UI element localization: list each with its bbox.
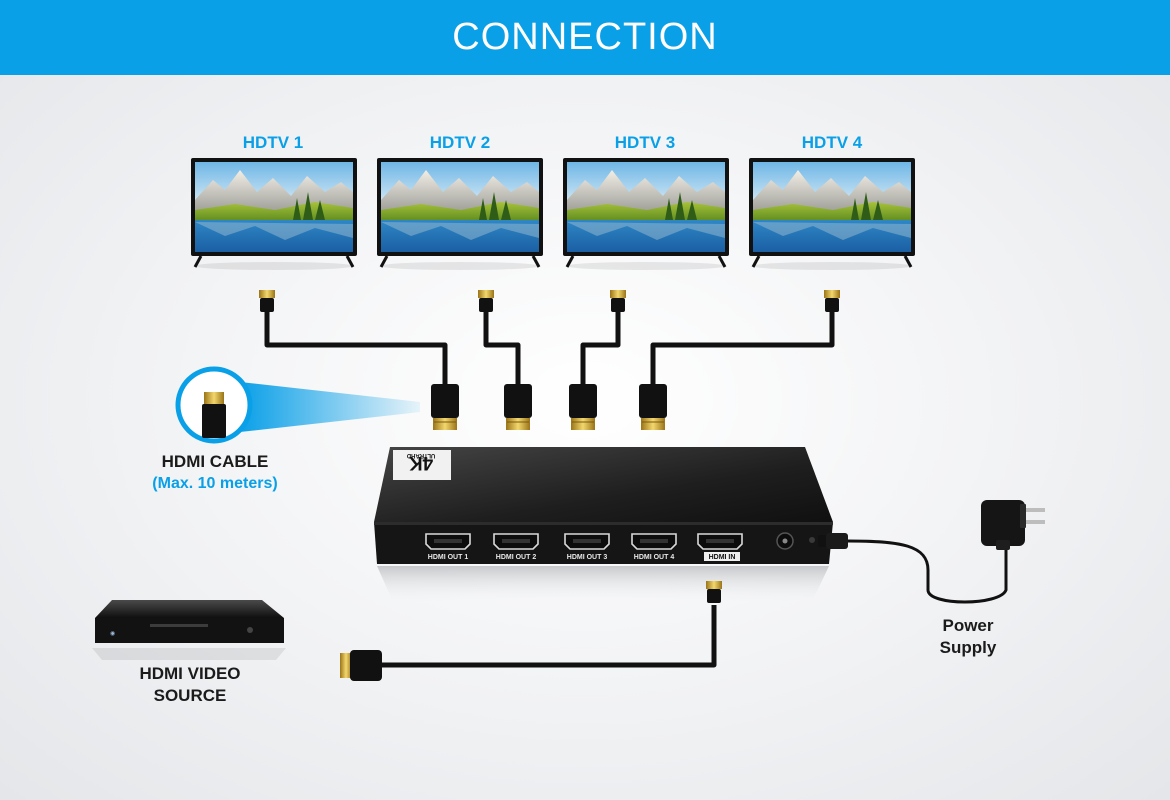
hdmi-out-4-port	[631, 533, 677, 550]
power-supply-caption: Power Supply	[918, 615, 1018, 659]
power-led-icon	[809, 537, 815, 543]
power-prong-icon	[1025, 508, 1045, 512]
bluray-logo-icon: ◉	[110, 631, 115, 637]
tv-label-2: HDTV 2	[429, 133, 491, 152]
ultrahd-4k-badge: 4K ULTRAHD	[393, 450, 451, 480]
power-adapter	[847, 500, 1045, 604]
tv-label-4: HDTV 4	[801, 133, 863, 152]
input-cable	[340, 581, 722, 681]
svg-text:4K: 4K	[409, 452, 434, 473]
hdmi-cable-title: HDMI CABLE	[161, 452, 269, 471]
port-label-out-3: HDMI OUT 3	[567, 554, 608, 561]
hdmi-source-caption: HDMI VIDEO SOURCE	[110, 663, 270, 707]
splitter-hdmi-plugs	[430, 383, 668, 431]
power-line-1: Power	[942, 616, 994, 635]
source-line-2: SOURCE	[153, 686, 227, 705]
bluray-player: ◉	[92, 600, 286, 660]
tv-1	[191, 158, 357, 270]
page-title: CONNECTION	[452, 16, 718, 58]
hdmi-in-port	[697, 533, 743, 550]
output-cables	[264, 312, 835, 386]
hdmi-out-3-port	[564, 533, 610, 550]
hdmi-cable-callout	[175, 366, 420, 444]
svg-text:ULTRAHD: ULTRAHD	[406, 452, 435, 458]
source-line-1: HDMI VIDEO	[139, 664, 241, 683]
header-banner: CONNECTION	[0, 0, 1170, 75]
port-label-out-4: HDMI OUT 4	[634, 554, 675, 561]
tv-2	[377, 158, 543, 270]
hdmi-cable-caption: HDMI CABLE (Max. 10 meters)	[130, 451, 300, 495]
hdmi-cable-length: (Max. 10 meters)	[152, 475, 278, 492]
tv-hdmi-plugs	[259, 290, 840, 312]
hdmi-splitter: 4K ULTRAHD HDMI OUT 1 HDMI OUT 2 HDMI OU…	[374, 447, 848, 606]
power-line-2: Supply	[939, 638, 997, 657]
hdmi-out-2-port	[493, 533, 539, 550]
hdmi-out-1-port	[425, 533, 471, 550]
tv-label-1: HDTV 1	[242, 133, 304, 152]
tv-3	[563, 158, 729, 270]
tv-4	[749, 158, 915, 270]
port-label-in: HDMI IN	[709, 554, 736, 561]
port-label-out-1: HDMI OUT 1	[428, 554, 469, 561]
port-label-out-2: HDMI OUT 2	[496, 554, 537, 561]
tv-label-3: HDTV 3	[614, 133, 676, 152]
